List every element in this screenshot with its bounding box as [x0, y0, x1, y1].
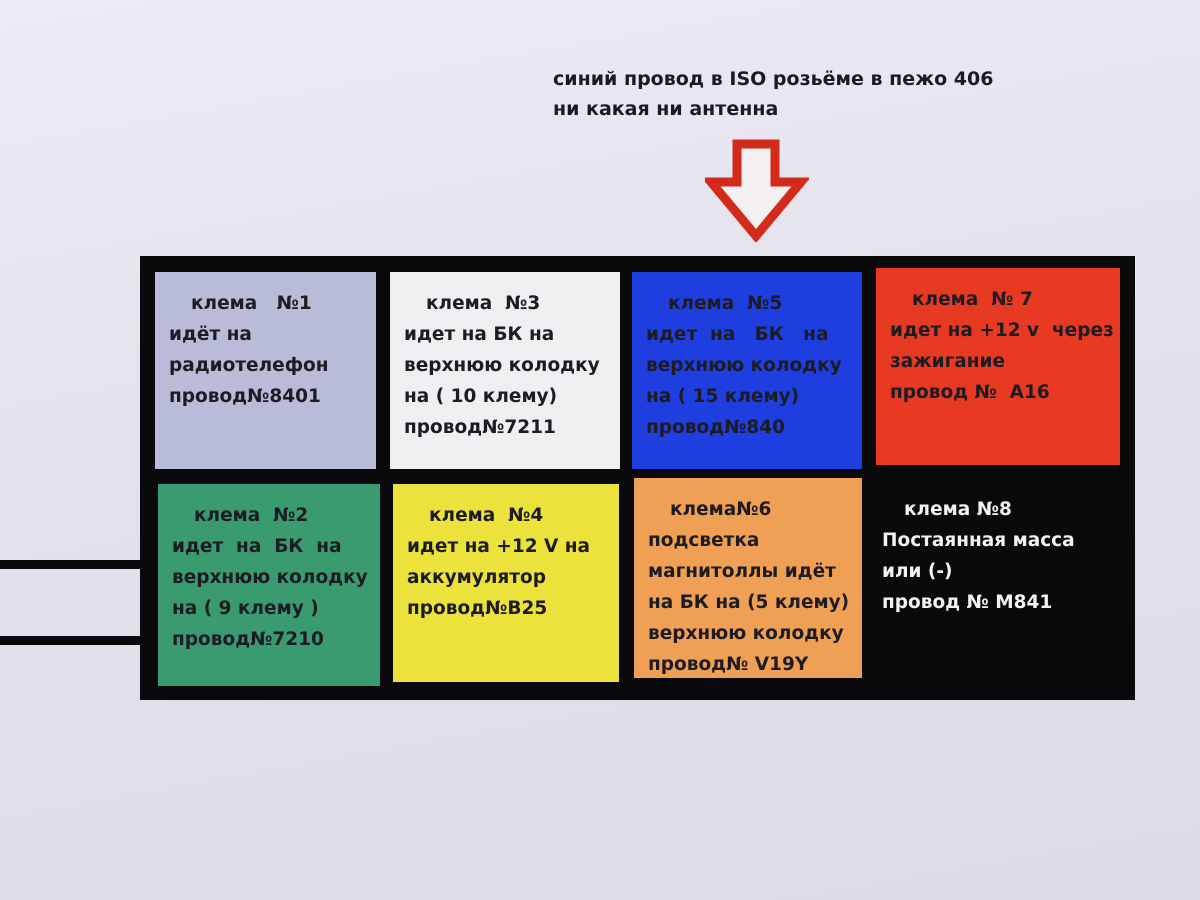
terminal-line: верхнюю колодку [172, 567, 368, 588]
terminal-title: клема №8 [904, 499, 1012, 520]
terminal-line: Постаянная масса [882, 530, 1075, 551]
terminal-4: клема №4 идет на +12 V на аккумулятор прово… [393, 484, 619, 682]
terminal-line: провод № A16 [890, 382, 1050, 403]
caption: синий провод в ISO розьёме в пежо 406 ни… [553, 64, 993, 124]
terminal-line: радиотелефон [169, 355, 329, 376]
terminal-line: или (-) [882, 561, 953, 582]
caption-line-1: синий провод в ISO розьёме в пежо 406 [553, 68, 994, 90]
terminal-title: клема №5 [668, 293, 783, 314]
terminal-line: идет на БК на [646, 324, 829, 345]
terminal-line: идет на +12 V на [407, 536, 591, 557]
terminal-line: верхнюю колодку [648, 623, 844, 644]
terminal-6: клема№6 подсветка магнитоллы идёт на БК на … [634, 478, 862, 678]
terminal-3: клема №3 идет на БК на верхнюю колодку на (… [390, 272, 620, 469]
terminal-line: провод№8401 [169, 386, 321, 407]
terminal-line: идет на БК на [404, 324, 555, 345]
terminal-line: верхнюю колодку [404, 355, 600, 376]
terminal-line: зажигание [890, 351, 1006, 372]
terminal-line: провод№840 [646, 417, 785, 438]
terminal-line: верхнюю колодку [646, 355, 842, 376]
iso-connector-diagram: клема №1 идёт на радиотелефон провод№8401 к… [140, 256, 1135, 700]
terminal-line: провод№7210 [172, 629, 324, 650]
terminal-title: клема№6 [670, 499, 772, 520]
terminal-line: подсветка [648, 530, 760, 551]
terminal-title: клема №3 [426, 293, 541, 314]
connector-plug [0, 560, 150, 645]
terminal-line: на БК на (5 клему) [648, 592, 850, 613]
terminal-line: идет на БК на [172, 536, 342, 557]
terminal-1: клема №1 идёт на радиотелефон провод№8401 [155, 272, 376, 469]
terminal-line: аккумулятор [407, 567, 546, 588]
terminal-title: клема №2 [194, 505, 309, 526]
terminal-line: магнитоллы идёт [648, 561, 836, 582]
terminal-line: провод № M841 [882, 592, 1053, 613]
down-arrow-icon [705, 139, 809, 242]
terminal-line: провод№7211 [404, 417, 556, 438]
terminal-title: клема № 7 [912, 289, 1033, 310]
terminal-line: идёт на [169, 324, 252, 345]
terminal-2: клема №2 идет на БК на верхнюю колодку на (… [158, 484, 380, 686]
terminal-7: клема № 7 идет на +12 v через зажигание про… [876, 268, 1120, 465]
terminal-line: провод№ V19Y [648, 654, 809, 675]
terminal-line: провод№B25 [407, 598, 548, 619]
terminal-title: клема №4 [429, 505, 544, 526]
terminal-line: на ( 9 клему ) [172, 598, 319, 619]
terminal-line: на ( 15 клему) [646, 386, 800, 407]
terminal-8: клема №8 Постаянная масса или (-) провод № … [868, 478, 1118, 678]
terminal-line: на ( 10 клему) [404, 386, 558, 407]
caption-line-2: ни какая ни антенна [553, 98, 779, 120]
terminal-line: идет на +12 v через [890, 320, 1114, 341]
terminal-5: клема №5 идет на БК на верхнюю колодку на (… [632, 272, 862, 469]
terminal-title: клема №1 [191, 293, 312, 314]
